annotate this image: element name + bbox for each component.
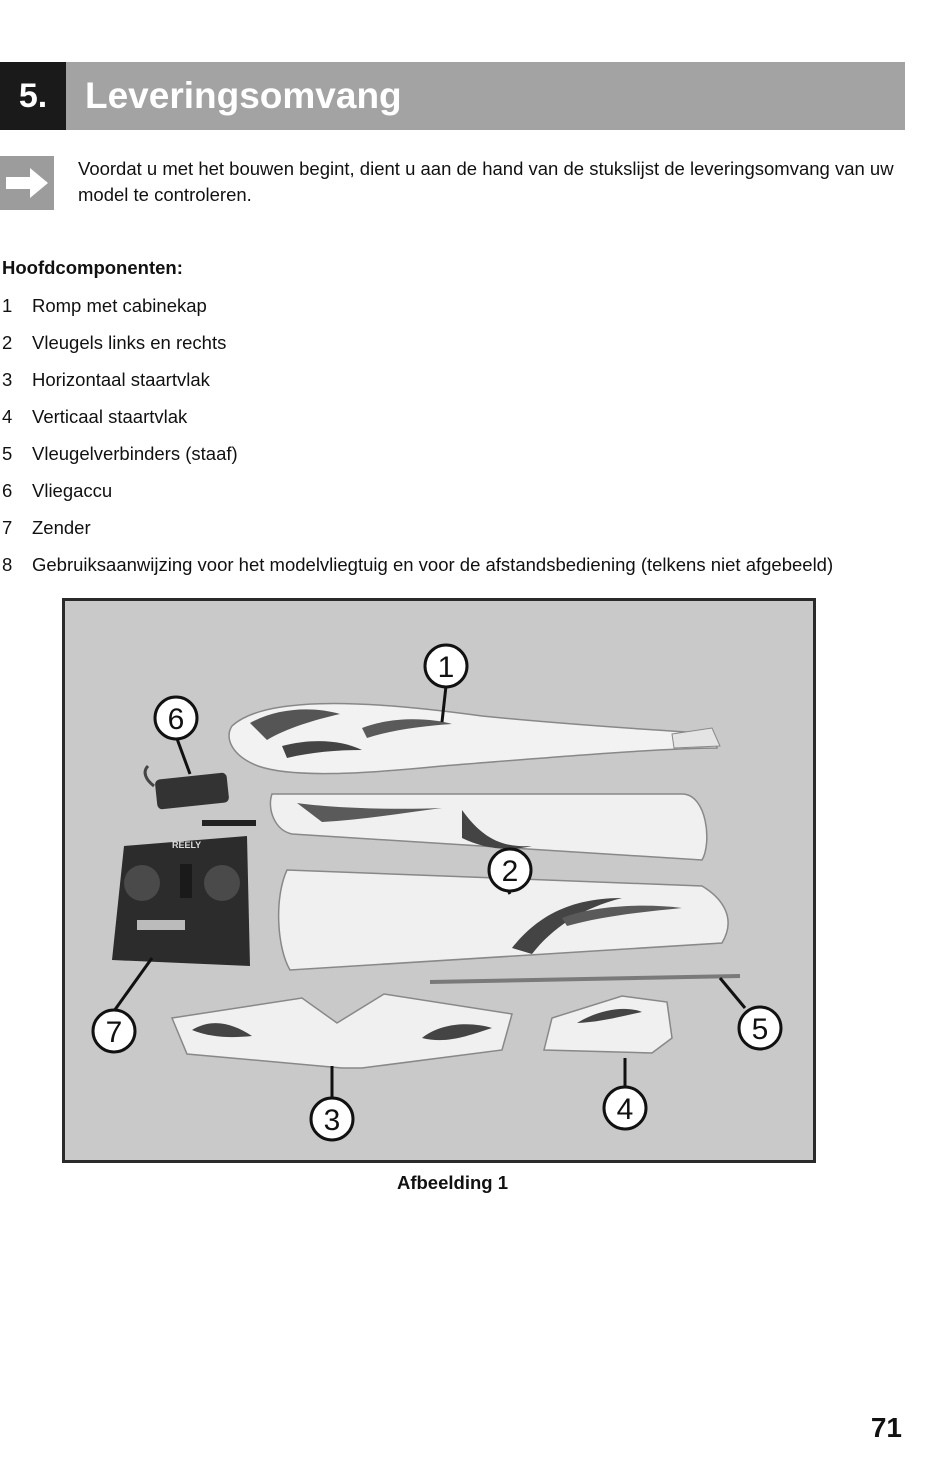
item-number: 2 [2, 332, 13, 353]
item-label: Romp met cabinekap [32, 295, 207, 316]
item-number: 5 [2, 443, 13, 464]
wing-part [277, 869, 729, 971]
callout-2: 2 [502, 855, 519, 888]
wing-part [269, 793, 708, 861]
item-label: Gebruiksaanwijzing voor het modelvliegtu… [32, 554, 834, 575]
callout-1: 1 [438, 651, 455, 684]
callout-7: 7 [106, 1016, 123, 1049]
item-number: 7 [2, 517, 13, 538]
list-item: 8 Gebruiksaanwijzing voor het modelvliegt… [2, 552, 833, 589]
transmitter-part: REELY [112, 820, 256, 966]
item-number: 4 [2, 406, 13, 427]
arrow-right-icon [0, 156, 54, 210]
vertical-stabilizer-part [543, 995, 673, 1054]
item-number: 3 [2, 369, 13, 390]
intro-text: Voordat u met het bouwen begint, dient u… [78, 158, 894, 205]
horizontal-stabilizer-part [170, 993, 513, 1069]
item-label: Vliegaccu [32, 480, 113, 501]
item-number: 6 [2, 480, 13, 501]
battery-part [143, 764, 229, 810]
item-label: Zender [32, 517, 91, 538]
item-number: 8 [2, 554, 13, 575]
list-item: 4 Verticaal staartvlak [2, 404, 833, 441]
page-number: 71 [870, 1412, 902, 1443]
item-number: 1 [2, 295, 13, 316]
item-label: Verticaal staartvlak [32, 406, 188, 427]
item-label: Vleugels links en rechts [32, 332, 227, 353]
fuselage-part [228, 702, 721, 775]
callout-5: 5 [752, 1013, 769, 1046]
callout-4: 4 [617, 1093, 634, 1126]
list-item: 1 Romp met cabinekap [2, 293, 833, 330]
item-label: Horizontaal staartvlak [32, 369, 210, 390]
callout-3: 3 [324, 1104, 341, 1137]
section-header: 5. Leveringsomvang [0, 62, 905, 130]
list-item: 6 Vliegaccu [2, 478, 833, 515]
figure-caption: Afbeelding 1 [396, 1172, 508, 1193]
transmitter-brand: REELY [172, 840, 201, 850]
callout-6: 6 [168, 703, 185, 736]
wing-joiner-part [429, 974, 741, 984]
list-item: 5 Vleugelverbinders (staaf) [2, 441, 833, 478]
section-number: 5. [0, 62, 66, 130]
components-heading: Hoofdcomponenten: [2, 257, 183, 278]
item-label: Vleugelverbinders (staaf) [32, 443, 238, 464]
components-list: 1 Romp met cabinekap 2 Vleugels links en r… [2, 293, 833, 589]
list-item: 3 Horizontaal staartvlak [2, 367, 833, 404]
list-item: 2 Vleugels links en rechts [2, 330, 833, 367]
list-item: 7 Zender [2, 515, 833, 552]
section-title: Leveringsomvang [85, 75, 402, 116]
parts-photo: REELY [62, 598, 816, 1163]
